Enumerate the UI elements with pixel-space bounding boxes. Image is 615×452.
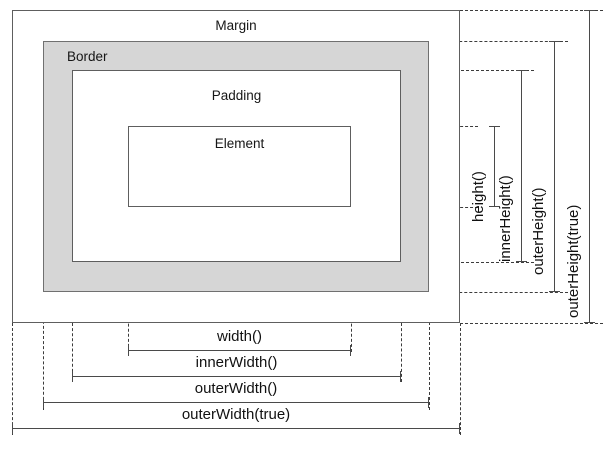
dimension-bar-outer-height-true: [584, 10, 595, 323]
guide-padding-bottom: [401, 262, 534, 263]
dimension-cap-end: [584, 322, 595, 323]
element-box: [128, 126, 351, 207]
guide-border-top: [429, 41, 568, 42]
dimension-bar-height: [489, 126, 500, 207]
dimension-cap-start: [72, 371, 73, 382]
dimension-bar-width: [128, 345, 351, 356]
element-box-label: Element: [214, 136, 265, 151]
guide-border-right: [429, 292, 430, 410]
dimension-rule: [554, 41, 555, 292]
dimension-cap-start: [584, 10, 595, 11]
dimension-rule: [12, 428, 460, 429]
dimension-cap-start: [43, 397, 44, 408]
dimension-label-outer-height: outerHeight(): [530, 187, 547, 275]
dimension-cap-end: [428, 397, 429, 408]
dimension-label-inner-height: innerHeight(): [497, 175, 514, 262]
dimension-rule: [72, 376, 401, 377]
dimension-cap-end: [549, 291, 560, 292]
dimension-cap-end: [400, 371, 401, 382]
dimension-rule: [43, 402, 429, 403]
dimension-bar-inner-width: [72, 371, 401, 382]
guide-border-bottom: [429, 292, 568, 293]
dimension-rule: [128, 350, 351, 351]
dimension-cap-start: [516, 70, 527, 71]
dimension-bar-outer-height: [549, 41, 560, 292]
dimension-cap-end: [459, 423, 460, 434]
guide-margin-right: [460, 323, 461, 435]
dimension-rule: [589, 10, 590, 323]
dimension-label-width: width(): [216, 328, 262, 345]
dimension-label-inner-width: innerWidth(): [195, 354, 278, 371]
border-box-label: Border: [67, 49, 108, 64]
dimension-rule: [494, 126, 495, 207]
margin-box-label: Margin: [215, 18, 257, 33]
guide-border-left: [43, 265, 44, 410]
guide-padding-top: [401, 70, 534, 71]
dimension-bar-inner-height: [516, 70, 527, 262]
dimension-cap-start: [128, 345, 129, 356]
dimension-cap-end: [489, 206, 500, 207]
dimension-cap-end: [516, 261, 527, 262]
dimension-label-outer-width-true: outerWidth(true): [181, 406, 291, 423]
dimension-label-outer-width: outerWidth(): [194, 380, 278, 397]
dimension-bar-outer-width-true: [12, 423, 460, 434]
guide-margin-bottom: [460, 323, 603, 324]
dimension-cap-start: [12, 423, 13, 434]
dimension-rule: [521, 70, 522, 262]
dimension-cap-start: [549, 41, 560, 42]
guide-margin-left: [12, 323, 13, 435]
dimension-bar-outer-width: [43, 397, 429, 408]
dimension-label-height: height(): [470, 171, 487, 222]
guide-margin-top: [460, 10, 603, 11]
dimension-label-outer-height-true: outerHeight(true): [565, 204, 582, 318]
dimension-cap-start: [489, 126, 500, 127]
padding-box-label: Padding: [211, 88, 262, 103]
dimension-cap-end: [350, 345, 351, 356]
